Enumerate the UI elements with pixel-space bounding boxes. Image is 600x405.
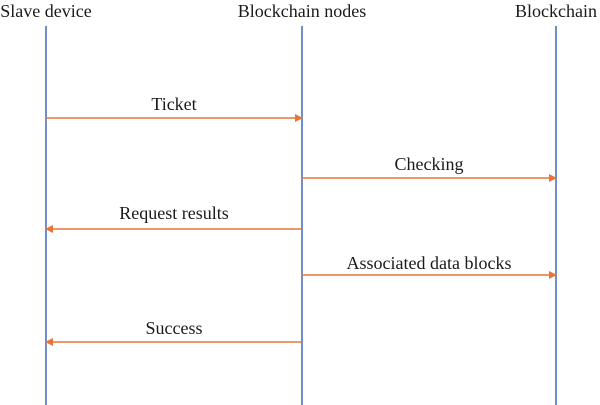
ticket-label: Ticket (151, 94, 196, 114)
checking-label: Checking (395, 154, 464, 174)
actor-label-blockchain-nodes: Blockchain nodes (238, 1, 366, 21)
success-label: Success (146, 318, 203, 338)
actor-label-slave-device: Slave device (0, 1, 91, 21)
request-results-label: Request results (119, 203, 229, 223)
actor-label-blockchain: Blockchain (515, 1, 597, 21)
associated-data-blocks-label: Associated data blocks (347, 253, 512, 273)
